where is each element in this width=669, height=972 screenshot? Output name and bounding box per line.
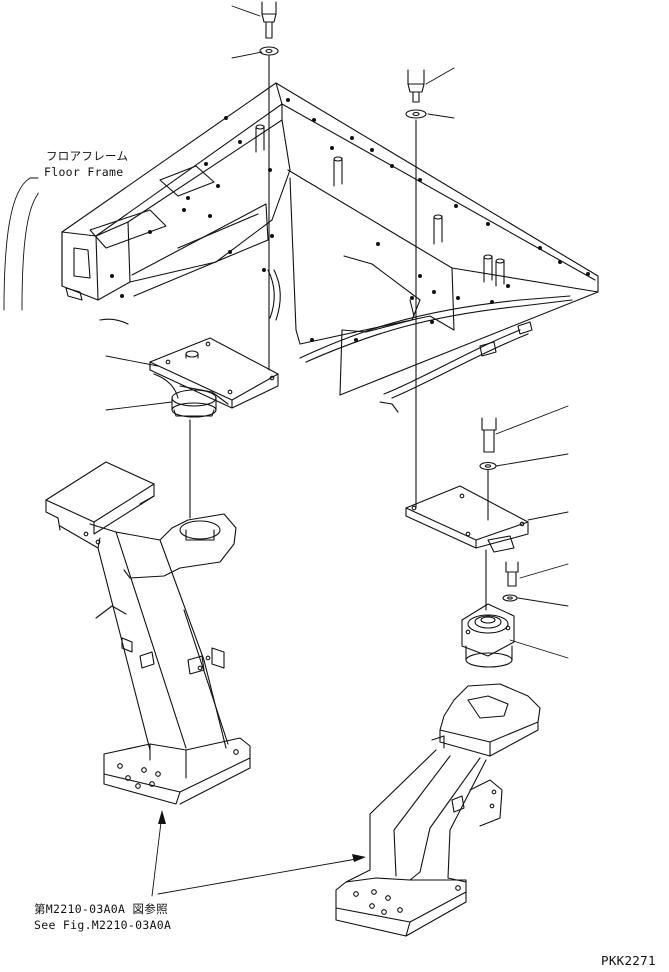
left-bolt <box>262 2 276 38</box>
drawing-code: PKK2271 <box>601 953 656 968</box>
left-support-bracket <box>46 462 250 804</box>
right-small-washer-lower <box>503 595 517 601</box>
right-support-bracket <box>336 684 540 936</box>
right-top-washer <box>406 110 426 118</box>
right-rubber-mount <box>462 604 514 667</box>
floor-frame-label-en: Floor Frame <box>44 165 124 179</box>
right-top-bolt <box>408 70 424 102</box>
left-washer <box>260 47 278 55</box>
floor-frame <box>62 83 598 412</box>
reference-label-ja: 第M2210-03A0A 図参照 <box>34 902 168 916</box>
right-mount-plate <box>406 486 528 552</box>
right-small-washer-upper <box>480 463 496 470</box>
left-rubber-mount <box>172 390 216 417</box>
arrowheads <box>158 810 366 862</box>
right-small-bolt-upper <box>482 418 496 452</box>
floor-frame-holes <box>110 98 590 342</box>
reference-label-en: See Fig.M2210-03A0A <box>34 918 172 932</box>
left-mount-plate <box>150 338 278 408</box>
right-small-bolt-lower <box>506 562 518 586</box>
floor-frame-label-ja: フロアフレーム <box>46 149 129 163</box>
callout-leaders <box>4 6 568 896</box>
